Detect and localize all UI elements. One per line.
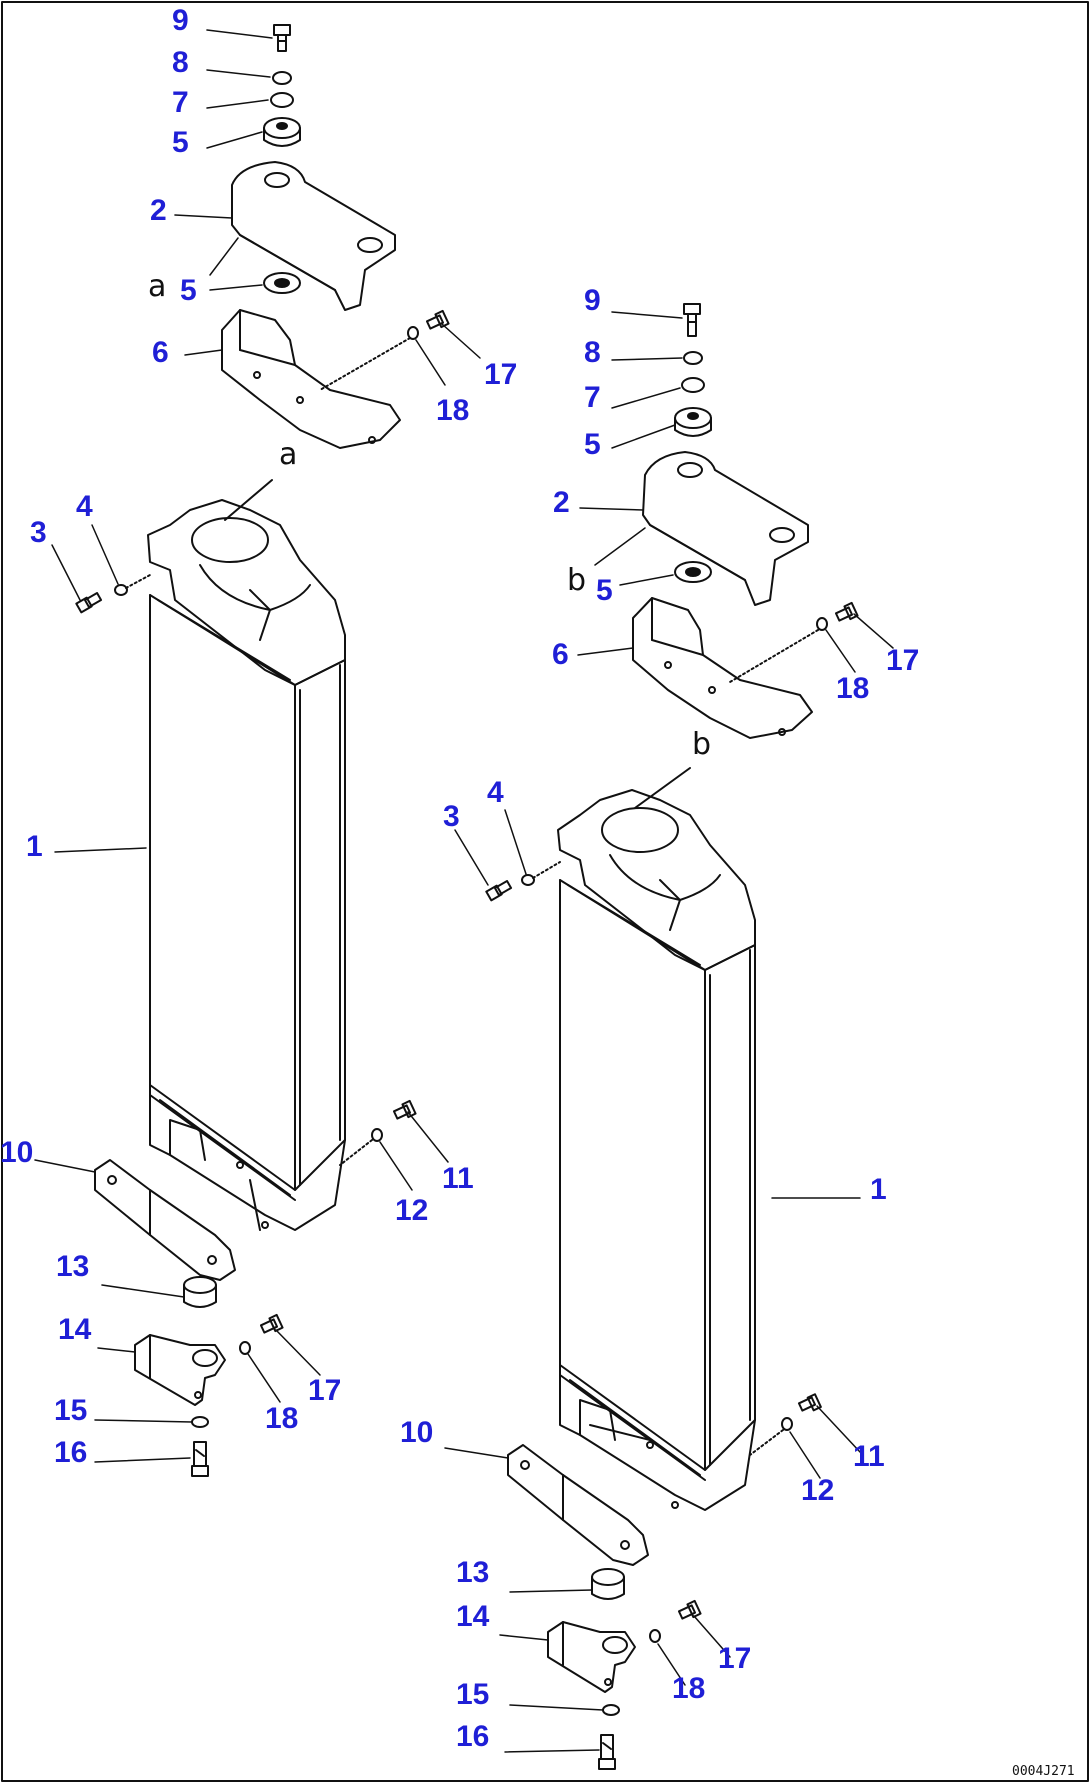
callout-right-14: 14 (456, 1600, 490, 1633)
left-bolt-11[interactable] (392, 1099, 417, 1120)
right-bolt-11[interactable] (797, 1393, 822, 1412)
callout-right-1: 1 (870, 1173, 887, 1206)
left-radiator-1[interactable] (147, 479, 346, 1231)
left-cushion-5-lower[interactable] (263, 272, 301, 294)
right-washer-12[interactable] (781, 1417, 793, 1431)
left-washer-7[interactable] (270, 92, 294, 108)
right-bracket-10[interactable] (507, 1444, 649, 1566)
right-bolt-9[interactable] (683, 303, 701, 337)
callout-right-15: 15 (456, 1678, 490, 1711)
right-cushion-13[interactable] (591, 1568, 625, 1600)
callout-left-7: 7 (172, 86, 189, 119)
right-bracket-2[interactable] (642, 451, 809, 606)
left-bracket-2[interactable] (231, 161, 396, 311)
callout-right-5-top: 5 (584, 428, 601, 461)
callout-left-18-lower: 18 (265, 1402, 299, 1435)
left-washer-8[interactable] (272, 71, 292, 85)
right-bolt-3[interactable] (485, 880, 513, 902)
left-washer-15[interactable] (191, 1416, 209, 1428)
callout-right-5-lower: 5 (596, 574, 613, 607)
callout-right-3: 3 (443, 800, 460, 833)
callout-left-13: 13 (56, 1250, 90, 1283)
right-washer-4[interactable] (521, 874, 535, 886)
callout-right-7: 7 (584, 381, 601, 414)
right-bolt-17-lower[interactable] (677, 1599, 702, 1620)
left-washer-18-lower[interactable] (239, 1341, 251, 1355)
callout-right-9: 9 (584, 284, 601, 317)
callout-left-6: 6 (152, 336, 169, 369)
callout-left-16: 16 (54, 1436, 88, 1469)
right-radiator-1[interactable] (557, 767, 756, 1511)
left-bolt-17[interactable] (425, 309, 450, 330)
callout-right-12: 12 (801, 1474, 835, 1507)
left-washer-4[interactable] (114, 584, 128, 596)
left-bracket-10[interactable] (94, 1159, 236, 1281)
left-bolt-16[interactable] (191, 1441, 209, 1477)
left-assembly (75, 24, 450, 1477)
left-bracket-6[interactable] (221, 309, 401, 449)
callout-left-1: 1 (26, 830, 43, 863)
reference-mark-a-lower: a (148, 269, 167, 304)
drawing-id: 0004J271 (1012, 1764, 1075, 1779)
right-washer-18-lower[interactable] (649, 1629, 661, 1643)
left-bolt-17-lower[interactable] (259, 1313, 284, 1334)
callout-left-8: 8 (172, 46, 189, 79)
callout-left-5-top: 5 (172, 126, 189, 159)
callout-left-2: 2 (150, 194, 167, 227)
callout-left-14: 14 (58, 1313, 92, 1346)
callout-left-15: 15 (54, 1394, 88, 1427)
left-bracket-14[interactable] (134, 1334, 226, 1406)
callout-right-18-lower: 18 (672, 1672, 706, 1705)
callout-right-4: 4 (487, 776, 504, 809)
callout-left-17: 17 (484, 358, 518, 391)
callout-right-11: 11 (853, 1440, 885, 1473)
left-cushion-5-top[interactable] (263, 117, 301, 147)
callout-left-4: 4 (76, 490, 93, 523)
callout-left-18: 18 (436, 394, 470, 427)
left-bolt-3[interactable] (75, 592, 103, 614)
callout-right-2: 2 (553, 486, 570, 519)
reference-mark-b-upper: b (692, 727, 712, 762)
callout-left-3: 3 (30, 516, 47, 549)
callout-left-10: 10 (0, 1136, 34, 1169)
right-washer-18[interactable] (816, 617, 828, 631)
callout-right-17-lower: 17 (718, 1642, 752, 1675)
right-bolt-16[interactable] (598, 1734, 616, 1770)
left-bolt-9[interactable] (273, 24, 291, 52)
callout-left-5-lower: 5 (180, 274, 197, 307)
right-cushion-5-lower[interactable] (674, 561, 712, 583)
callout-left-12: 12 (395, 1194, 429, 1227)
right-assembly (485, 303, 859, 1770)
left-washer-12[interactable] (371, 1128, 383, 1142)
right-bolt-17[interactable] (834, 601, 859, 622)
callout-left-11: 11 (442, 1162, 474, 1195)
left-cushion-13[interactable] (183, 1276, 217, 1308)
left-washer-18[interactable] (407, 326, 419, 340)
callout-right-8: 8 (584, 336, 601, 369)
callout-right-13: 13 (456, 1556, 490, 1589)
callout-left-9: 9 (172, 4, 189, 37)
right-washer-7[interactable] (681, 377, 705, 393)
right-bracket-14[interactable] (547, 1621, 636, 1693)
right-cushion-5-top[interactable] (674, 407, 712, 437)
right-bracket-6[interactable] (632, 597, 813, 739)
leader-lines (34, 29, 894, 1753)
right-washer-8[interactable] (683, 351, 703, 365)
reference-mark-b-lower: b (567, 563, 587, 598)
callout-right-17: 17 (886, 644, 920, 677)
callout-right-6: 6 (552, 638, 569, 671)
callout-right-16: 16 (456, 1720, 490, 1753)
right-washer-15[interactable] (602, 1704, 620, 1716)
callout-right-18: 18 (836, 672, 870, 705)
callout-left-17-lower: 17 (308, 1374, 342, 1407)
callout-right-10: 10 (400, 1416, 434, 1449)
reference-mark-a-upper: a (279, 437, 298, 472)
